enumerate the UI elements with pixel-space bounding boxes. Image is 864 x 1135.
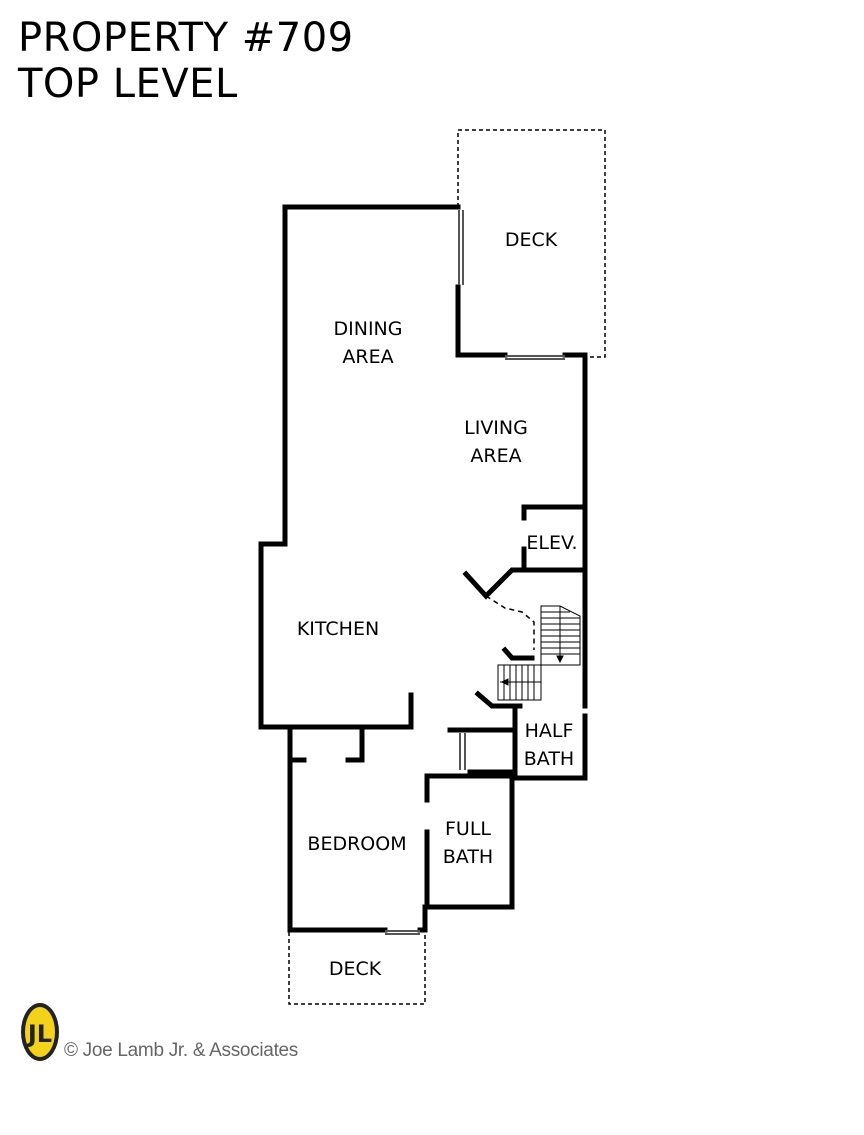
door-swing <box>485 595 535 650</box>
label-dining-2: AREA <box>342 346 393 368</box>
label-deck-bottom: DECK <box>329 958 382 980</box>
property-title: PROPERTY #709 <box>18 15 354 61</box>
label-bedroom: BEDROOM <box>307 833 406 855</box>
jl-logo: JL <box>21 1003 59 1061</box>
label-half-bath-2: BATH <box>524 748 574 770</box>
label-elevator: ELEV. <box>526 532 577 554</box>
svg-text:JL: JL <box>26 1020 52 1048</box>
door-details <box>385 210 565 935</box>
stairs-lower <box>497 664 542 701</box>
label-half-bath-1: HALF <box>525 720 574 742</box>
stairs-upper <box>540 605 581 666</box>
interior-walls <box>287 504 586 775</box>
level-title: TOP LEVEL <box>18 61 238 107</box>
label-full-bath-2: BATH <box>443 846 493 868</box>
label-living-1: LIVING <box>464 417 528 439</box>
copyright-text: © Joe Lamb Jr. & Associates <box>64 1040 299 1061</box>
deck-top-outline <box>457 129 606 358</box>
label-kitchen: KITCHEN <box>297 618 379 640</box>
exterior-walls <box>258 204 588 933</box>
label-dining-1: DINING <box>334 318 403 340</box>
label-living-2: AREA <box>470 445 521 467</box>
label-full-bath-1: FULL <box>445 818 491 840</box>
label-deck-top: DECK <box>505 229 558 251</box>
deck-bottom-outline <box>288 932 426 1005</box>
